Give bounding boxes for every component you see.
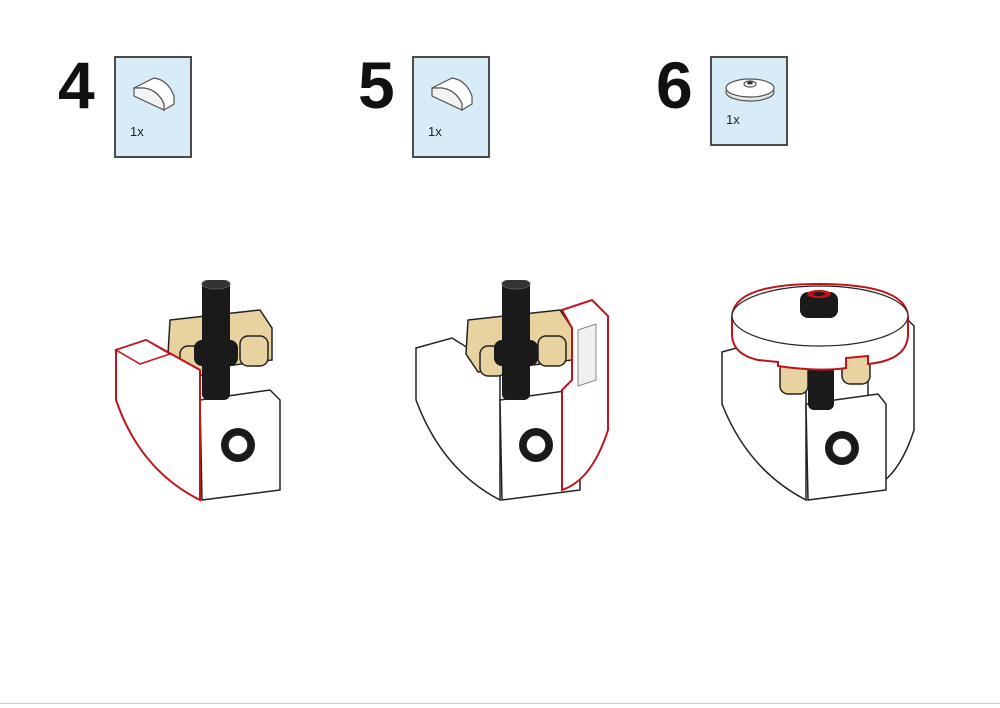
assembly-step-5 (415, 280, 609, 502)
parts-callout: 1x (710, 56, 788, 146)
assembly-step-4 (114, 280, 281, 502)
step-number: 4 (58, 48, 95, 122)
assembly-step-6 (721, 282, 915, 502)
part-quantity: 1x (130, 124, 144, 139)
part-quantity: 1x (726, 112, 740, 127)
parts-callout: 1x (114, 56, 192, 158)
step-4: 4 1x (0, 0, 300, 520)
page-footer-divider (0, 703, 1000, 704)
step-6: 6 1x (600, 0, 915, 520)
curved-slope-tile-icon (431, 77, 473, 112)
curved-slope-tile-icon (133, 77, 175, 112)
step-number: 5 (358, 48, 395, 122)
part-quantity: 1x (428, 124, 442, 139)
round-plate-icon (725, 78, 775, 102)
parts-callout: 1x (412, 56, 490, 158)
step-5: 5 1x (300, 0, 609, 520)
step-number: 6 (656, 48, 693, 122)
